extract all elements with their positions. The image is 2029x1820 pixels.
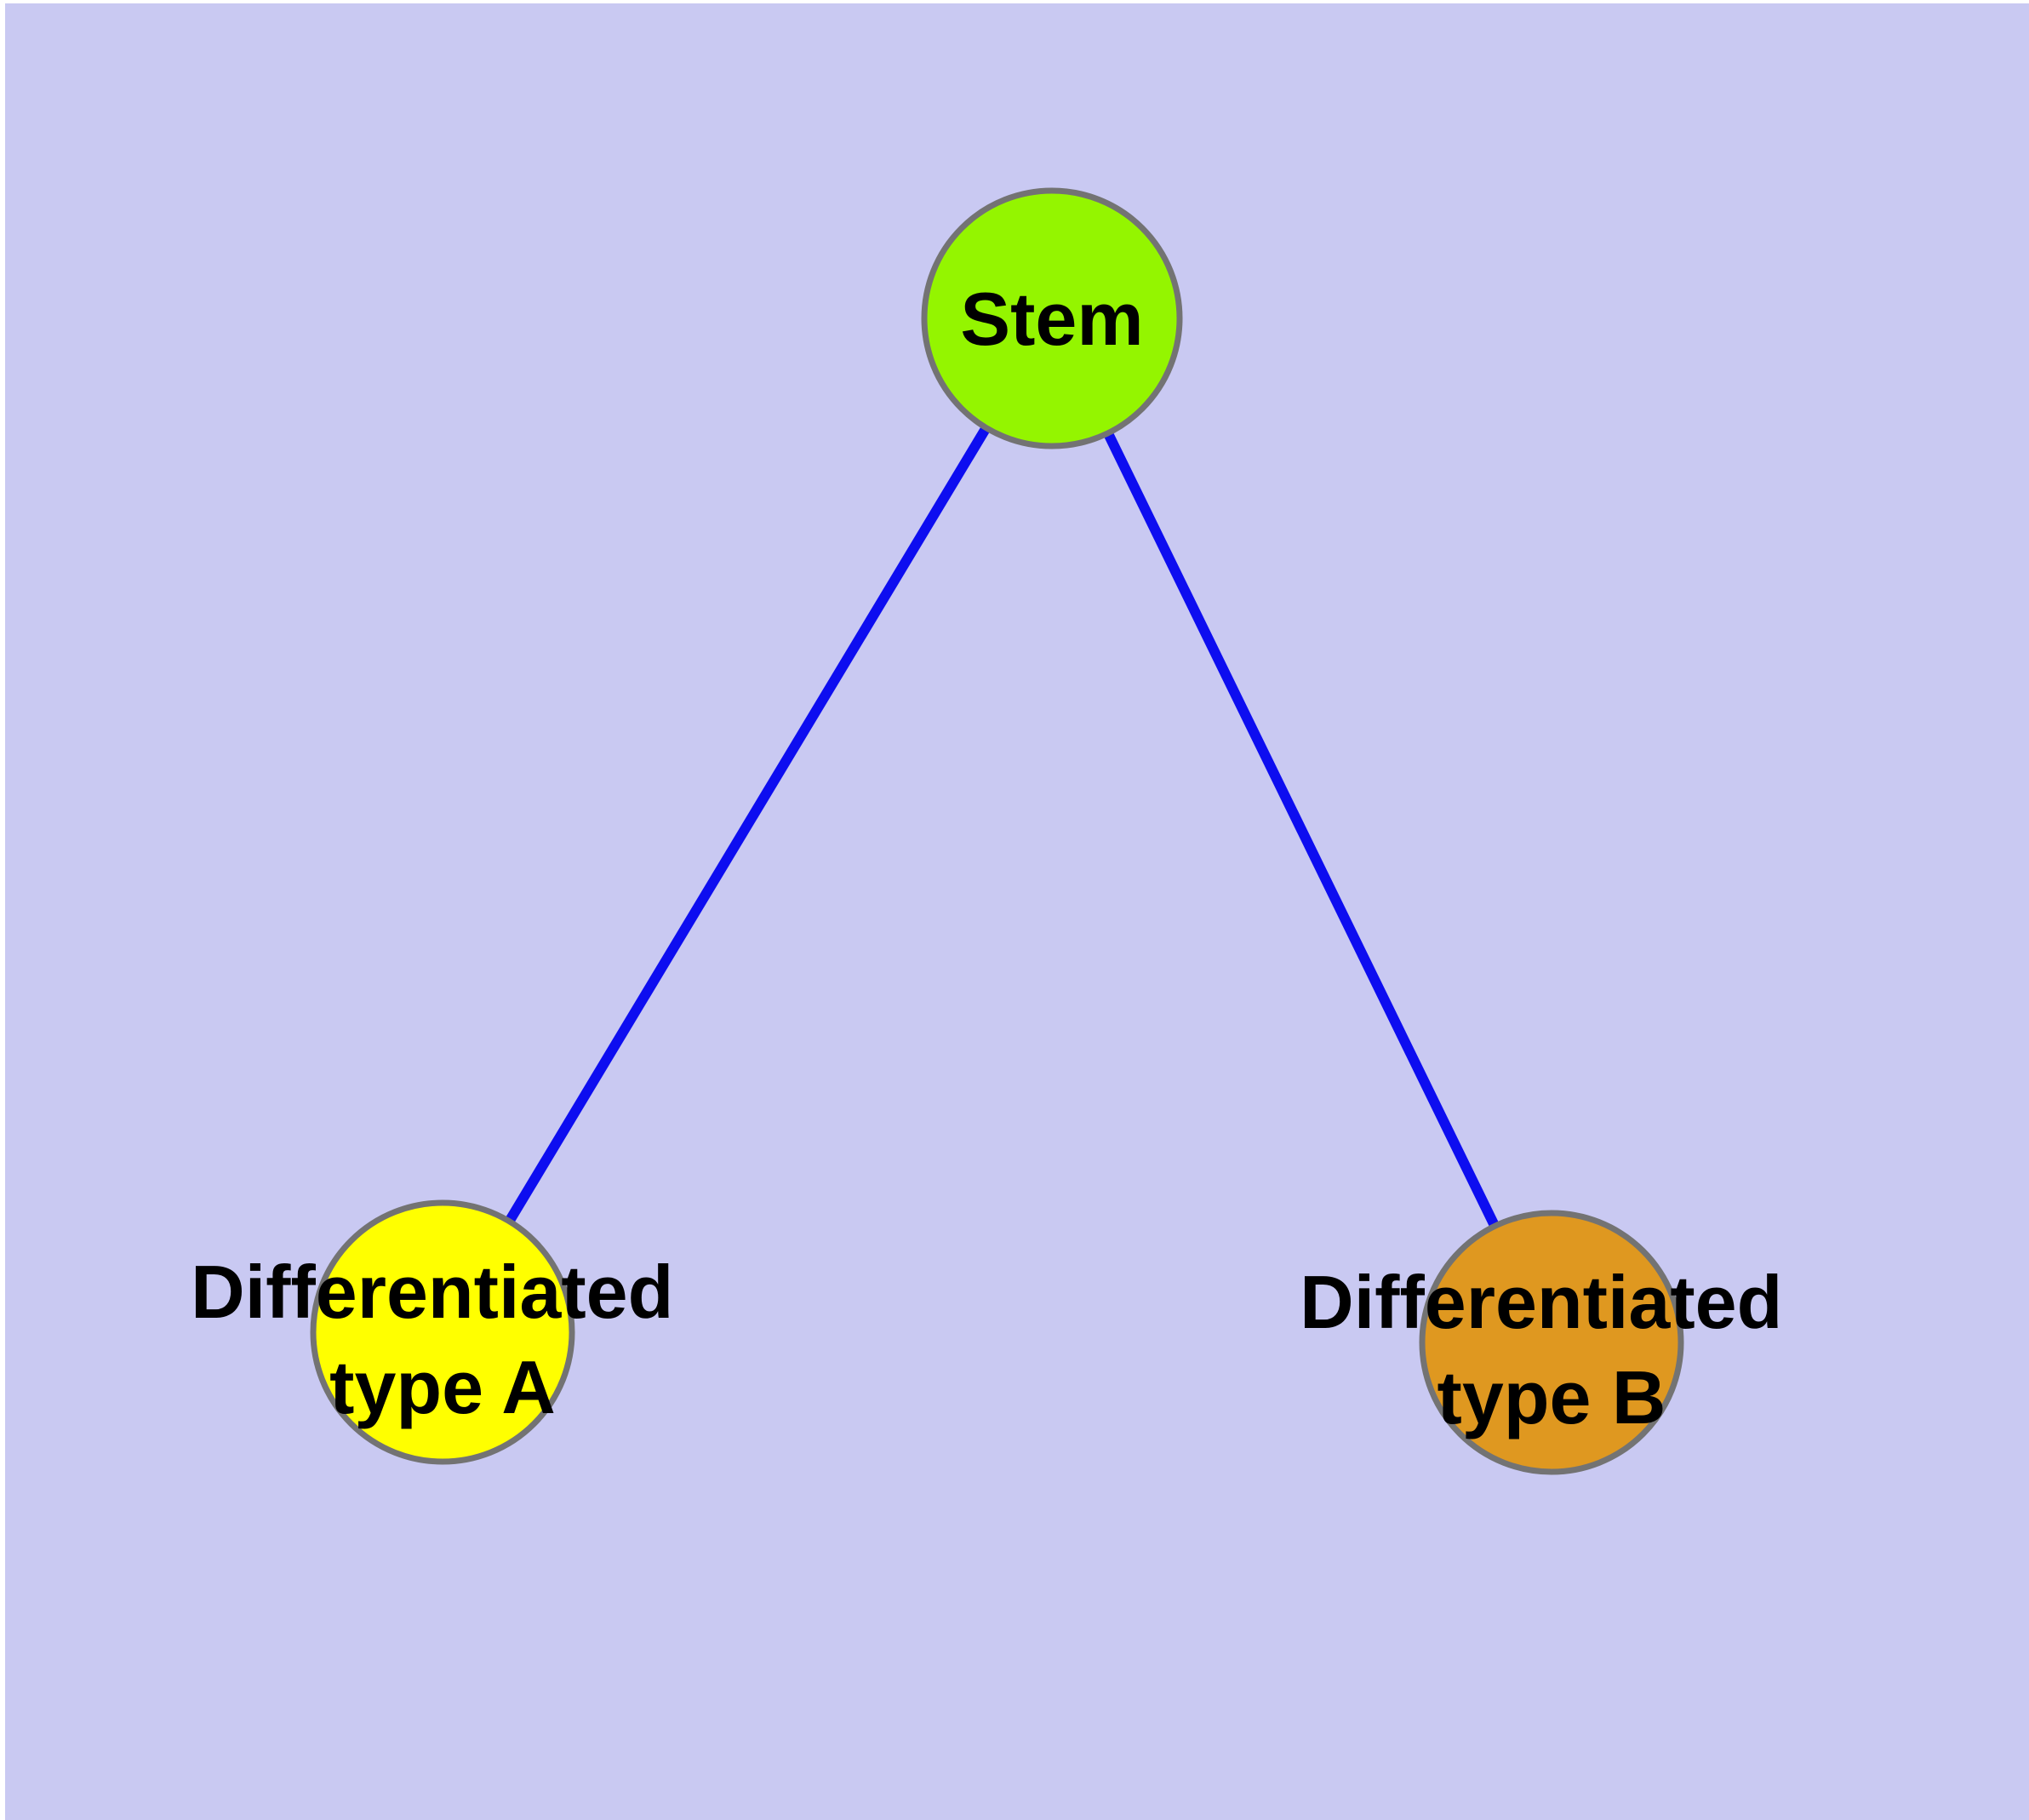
node-type-b: [1419, 1210, 1684, 1475]
edge-stem-to-type-b: [1047, 316, 1557, 1345]
node-label-type-b-line2: type B: [1437, 1355, 1666, 1439]
node-label-type-b: Differentiated type B: [1300, 1260, 1803, 1439]
node-label-type-a: Differentiated type A: [191, 1250, 694, 1429]
node-label-stem: Stem: [960, 277, 1143, 361]
node-stem: [921, 187, 1183, 449]
edge-group: [437, 315, 1557, 1345]
node-type-a: [310, 1199, 575, 1465]
edge-stem-to-type-a: [437, 315, 1057, 1336]
label-group: Stem Differentiated type A Differentiate…: [191, 277, 1803, 1439]
node-group: [310, 187, 1684, 1475]
node-label-type-a-line2: type A: [329, 1345, 556, 1429]
node-label-type-b-line1: Differentiated: [1300, 1260, 1782, 1344]
node-label-type-a-line1: Differentiated: [191, 1250, 673, 1334]
